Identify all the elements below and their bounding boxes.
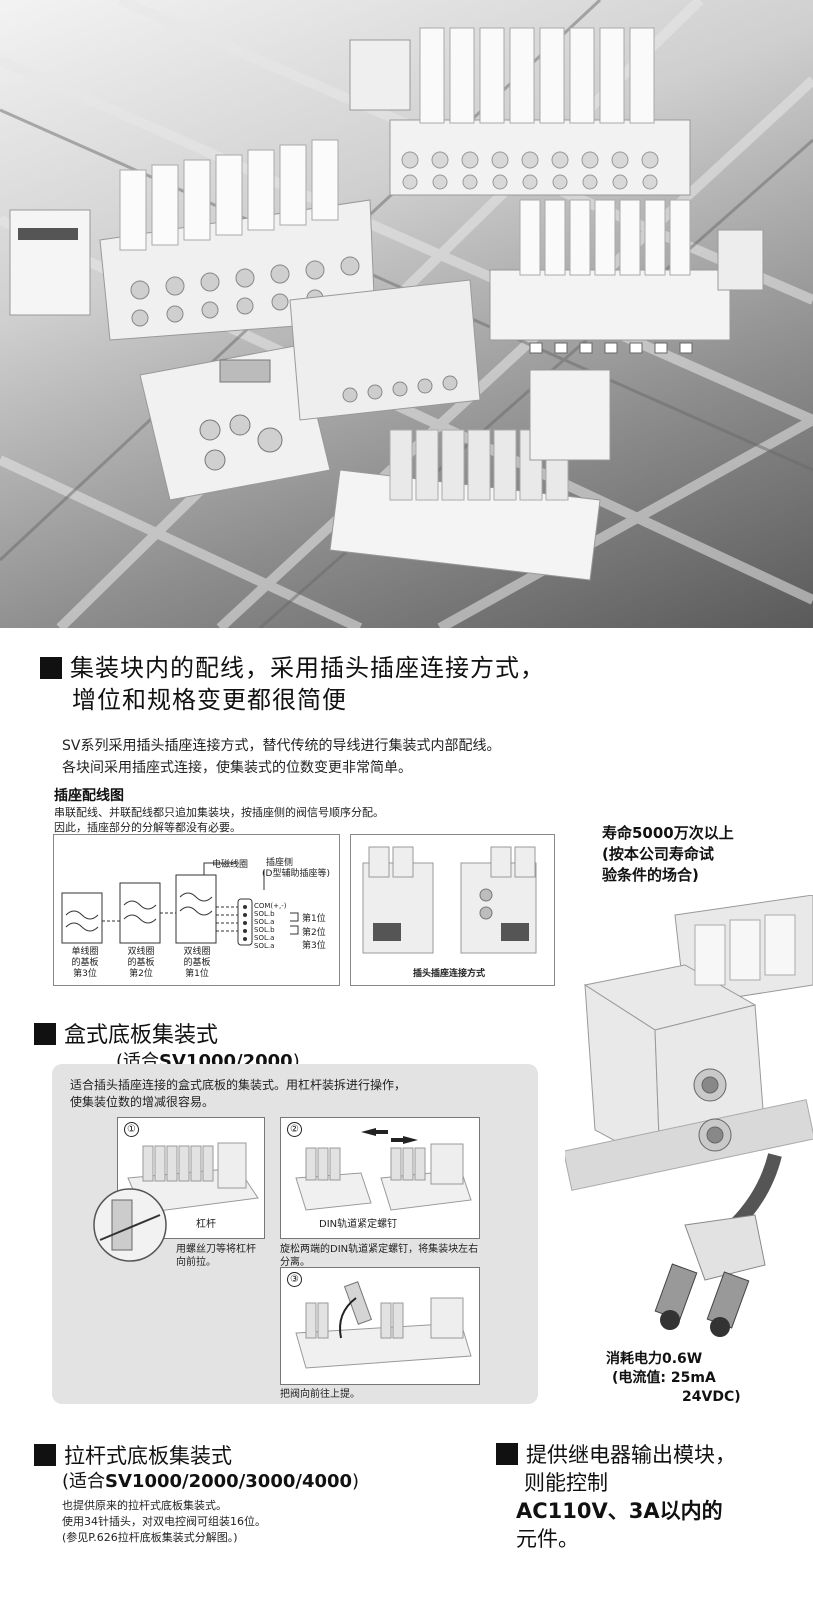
wiring-pin-2: SOL.b bbox=[254, 910, 275, 918]
board2-label-line3: 第2位 bbox=[129, 969, 153, 979]
section4-text: 提供继电器输出模块， 则能控制 AC110V、3A以内的 元件。 bbox=[496, 1441, 736, 1553]
section3-body: 也提供原来的拉杆式底板集装式。 使用34针插头，对双电控阀可组装16位。 (参见… bbox=[62, 1498, 266, 1546]
wiring-diagram-drawing bbox=[61, 862, 299, 946]
board2-label-line1: 双线圈 bbox=[127, 947, 155, 957]
step2-number: ② bbox=[287, 1122, 302, 1137]
manifold-bottom-left bbox=[139, 279, 481, 501]
manifold-top bbox=[349, 27, 691, 196]
section1-title-line1: 集装块内的配线，采用插头插座连接方式， bbox=[70, 654, 545, 682]
section4-line4: 元件。 bbox=[516, 1527, 579, 1551]
wiring-pos1: 第1位 bbox=[302, 914, 326, 924]
section3-subtitle-model: SV1000/2000/3000/4000 bbox=[105, 1471, 353, 1492]
wiring-pin-5: SOL.a bbox=[254, 934, 275, 942]
section1-body-line1: SV系列采用插头插座连接方式，替代传统的导线进行集装式内部配线。 bbox=[62, 738, 501, 754]
board3-label-line3: 第3位 bbox=[73, 969, 97, 979]
wiring-pin-4: SOL.b bbox=[254, 926, 275, 934]
power-line1: 消耗电力0.6W bbox=[606, 1351, 703, 1367]
section4-line1: 提供继电器输出模块， bbox=[526, 1443, 736, 1467]
board3-label-line2: 的基板 bbox=[71, 958, 99, 968]
wiring-board2-label: 双线圈 的基板 第2位 bbox=[120, 947, 162, 980]
power-line3: 24VDC) bbox=[682, 1389, 741, 1405]
section1-body-line2: 各块间采用插座式连接，使集装式的位数变更非常简单。 bbox=[62, 760, 412, 776]
life-spec: 寿命5000万次以上 (按本公司寿命试 验条件的场合) bbox=[602, 823, 734, 886]
valve-module-photo bbox=[565, 895, 813, 1337]
step1-drawing bbox=[127, 1142, 259, 1214]
step2-figure: ② DIN轨道紧定螺钉 bbox=[280, 1117, 480, 1239]
step2-drawing bbox=[295, 1128, 472, 1211]
step1-zoom-circle bbox=[93, 1188, 167, 1262]
connector-photo-drawing bbox=[362, 846, 537, 954]
wiring-diagram: 电磁线圈 插座侧 (D型辅助插座等) COM(+,-) SOL.b SOL.a … bbox=[53, 834, 340, 986]
section3-body-line3: (参见P.626拉杆底板集装式分解图。) bbox=[62, 1531, 238, 1544]
wiring-desc: 串联配线、并联配线都只追加集装块，按插座侧的阀信号顺序分配。 因此，插座部分的分… bbox=[54, 805, 384, 835]
wiring-pos3: 第3位 bbox=[302, 941, 326, 951]
wiring-pin-1: COM(+,-) bbox=[254, 902, 287, 910]
wiring-pin-6: SOL.a bbox=[254, 942, 275, 950]
wiring-pin-3: SOL.a bbox=[254, 918, 275, 926]
power-line2: (电流值: 25mA bbox=[612, 1370, 716, 1386]
section3-title-text: 拉杆式底板集装式 bbox=[64, 1444, 232, 1468]
life-line2: (按本公司寿命试 bbox=[602, 845, 714, 863]
section3-body-line1: 也提供原来的拉杆式底板集装式。 bbox=[62, 1499, 227, 1512]
step2-caption-line2: 分离。 bbox=[280, 1257, 310, 1268]
step1-lever-label: 杠杆 bbox=[196, 1219, 216, 1230]
section2-title: 盒式底板集装式 bbox=[34, 1022, 218, 1050]
manifold-left bbox=[9, 139, 376, 341]
wiring-label-socket-sub: (D型辅助插座等) bbox=[262, 869, 330, 879]
connector-photo: 插头插座连接方式 bbox=[350, 834, 555, 986]
wiring-pos2: 第2位 bbox=[302, 928, 326, 938]
step2-din-label: DIN轨道紧定螺钉 bbox=[319, 1219, 398, 1230]
section2-title-text: 盒式底板集装式 bbox=[64, 1023, 219, 1048]
section2-body-line2: 使集装位数的增减很容易。 bbox=[70, 1095, 215, 1109]
wiring-board3-label: 单线圈 的基板 第3位 bbox=[64, 947, 106, 980]
wiring-label-coil: 电磁线圈 bbox=[212, 860, 249, 870]
wiring-desc-line2: 因此，插座部分的分解等都没有必要。 bbox=[54, 821, 241, 834]
step1-caption: 用螺丝刀等将杠杆 向前拉。 bbox=[176, 1243, 256, 1269]
section1-title-line2: 增位和规格变更都很简便 bbox=[72, 686, 347, 714]
step2-caption-line1: 旋松两端的DIN轨道紧定螺钉，将集装块左右 bbox=[280, 1244, 479, 1255]
section4-line2: 则能控制 bbox=[524, 1471, 608, 1495]
step3-figure: ③ bbox=[280, 1267, 480, 1385]
board2-label-line2: 的基板 bbox=[127, 958, 155, 968]
connector-photo-caption: 插头插座连接方式 bbox=[413, 969, 486, 979]
life-line3: 验条件的场合) bbox=[602, 866, 699, 884]
section2-subtitle-suffix: ) bbox=[292, 1051, 300, 1072]
board1-label-line2: 的基板 bbox=[183, 958, 211, 968]
heading-square-icon bbox=[40, 657, 62, 679]
power-spec: 消耗电力0.6W (电流值: 25mA 24VDC) bbox=[606, 1350, 741, 1407]
step2-caption: 旋松两端的DIN轨道紧定螺钉，将集装块左右 分离。 bbox=[280, 1243, 478, 1269]
section3-body-line2: 使用34针插头，对双电控阀可组装16位。 bbox=[62, 1515, 266, 1528]
board3-label-line1: 单线圈 bbox=[71, 947, 99, 957]
life-line1: 寿命5000万次以上 bbox=[602, 824, 734, 842]
heading-square-icon bbox=[496, 1443, 518, 1465]
section2-body: 适合插头插座连接的盒式底板的集装式。用杠杆装拆进行操作， 使集装位数的增减很容易… bbox=[70, 1077, 406, 1111]
section3-subtitle-prefix: (适合 bbox=[62, 1471, 106, 1492]
section1-title: 集装块内的配线，采用插头插座连接方式， 增位和规格变更都很简便 bbox=[40, 652, 545, 716]
step1-caption-line2: 向前拉。 bbox=[176, 1257, 216, 1268]
manifold-right bbox=[489, 199, 764, 354]
section1-body: SV系列采用插头插座连接方式，替代传统的导线进行集装式内部配线。 各块间采用插座… bbox=[62, 735, 500, 779]
manifold-bottom-center bbox=[329, 369, 611, 581]
wiring-board1-label: 双线圈 的基板 第1位 bbox=[176, 947, 218, 980]
section3-title: 拉杆式底板集装式 bbox=[34, 1443, 232, 1469]
step3-number: ③ bbox=[287, 1272, 302, 1287]
heading-square-icon bbox=[34, 1023, 56, 1045]
hero-illustration bbox=[0, 0, 813, 628]
step3-drawing bbox=[295, 1281, 472, 1369]
board1-label-line3: 第1位 bbox=[185, 969, 209, 979]
step3-caption: 把阀向前往上提。 bbox=[280, 1389, 360, 1400]
section3-subtitle: (适合SV1000/2000/3000/4000) bbox=[62, 1470, 359, 1494]
section4-line3: AC110V、3A以内的 bbox=[516, 1499, 723, 1523]
hero-product-photo bbox=[0, 0, 813, 628]
wiring-label-socket: 插座侧 bbox=[266, 858, 294, 868]
section3-subtitle-suffix: ) bbox=[352, 1471, 360, 1492]
section2-body-line1: 适合插头插座连接的盒式底板的集装式。用杠杆装拆进行操作， bbox=[70, 1078, 407, 1092]
wiring-title: 插座配线图 bbox=[54, 788, 124, 804]
step1-caption-line1: 用螺丝刀等将杠杆 bbox=[176, 1244, 256, 1255]
board1-label-line1: 双线圈 bbox=[183, 947, 211, 957]
heading-square-icon bbox=[34, 1444, 56, 1466]
wiring-desc-line1: 串联配线、并联配线都只追加集装块，按插座侧的阀信号顺序分配。 bbox=[54, 806, 384, 819]
step1-number: ① bbox=[124, 1122, 139, 1137]
